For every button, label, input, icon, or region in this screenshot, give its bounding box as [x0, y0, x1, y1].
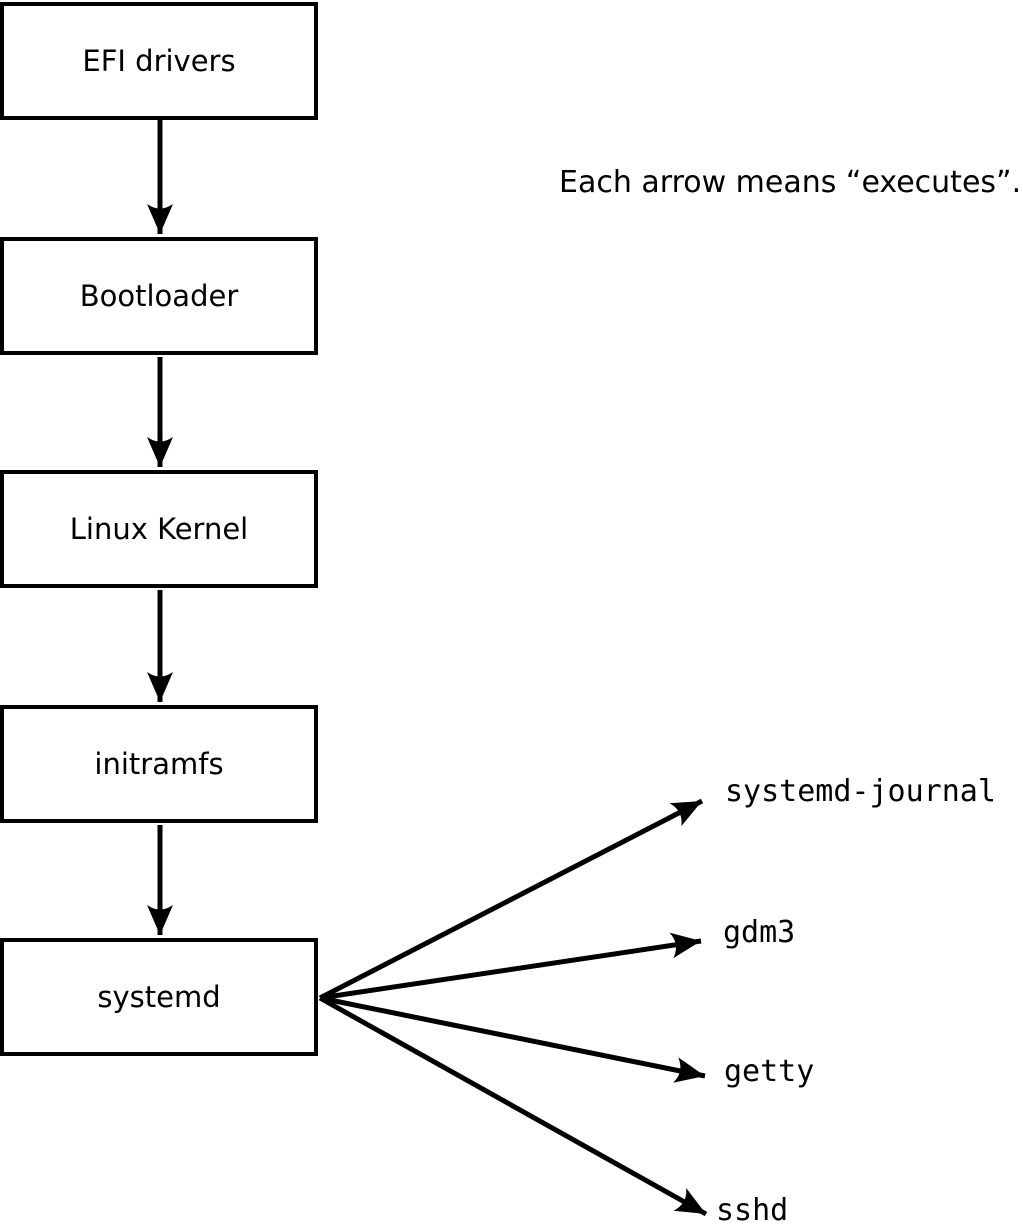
- node-initramfs: initramfs: [0, 705, 318, 823]
- node-bootloader-label: Bootloader: [79, 278, 239, 313]
- edge-systemd-to-getty: [319, 995, 706, 1083]
- node-efi-drivers-label: EFI drivers: [82, 43, 236, 78]
- edge-systemd-to-systemd-journal: [318, 798, 704, 1001]
- node-linux-kernel: Linux Kernel: [0, 470, 318, 588]
- node-systemd: systemd: [0, 938, 318, 1056]
- edge-systemd-to-gdm3: [319, 932, 702, 1001]
- proc-label-sshd: sshd: [716, 1193, 789, 1228]
- proc-label-getty: getty: [724, 1054, 815, 1089]
- node-bootloader: Bootloader: [0, 237, 318, 355]
- edge-systemd-to-sshd: [318, 995, 708, 1217]
- node-efi-drivers: EFI drivers: [0, 2, 318, 120]
- node-systemd-label: systemd: [97, 979, 221, 1014]
- proc-label-gdm3: gdm3: [723, 915, 796, 950]
- node-linux-kernel-label: Linux Kernel: [69, 511, 249, 546]
- arrow-meaning-note: Each arrow means “executes”.: [559, 165, 1022, 200]
- proc-label-systemd-journal: systemd-journal: [725, 774, 996, 809]
- node-initramfs-label: initramfs: [94, 746, 224, 781]
